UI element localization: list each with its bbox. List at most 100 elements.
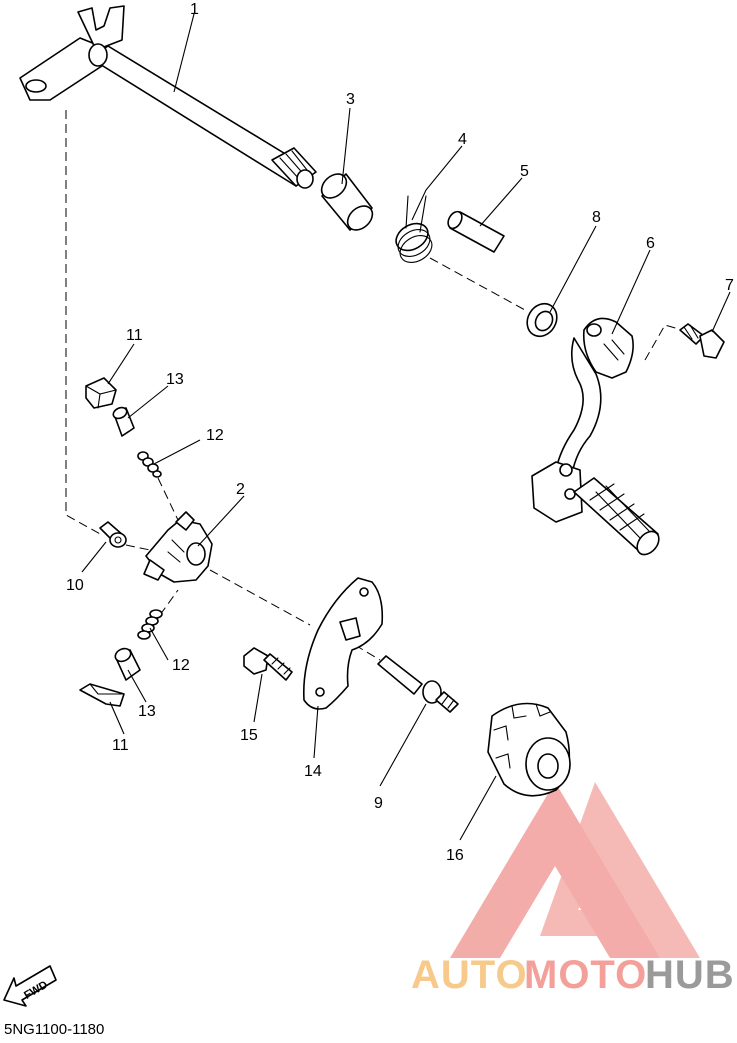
pivot-pin-collar (422, 680, 442, 704)
pedal-peg-end (636, 530, 660, 556)
pivot-pin-tip (435, 691, 459, 713)
callout-16: 16 (446, 847, 464, 864)
callout-6: 6 (646, 235, 655, 252)
stopper-plate-body (302, 577, 384, 710)
callout-1: 1 (190, 1, 199, 18)
part-pedal-bolt (679, 323, 725, 359)
leader-14 (313, 705, 319, 759)
diagram-code: 5NG1100-1180 (4, 1021, 104, 1038)
collar-flange (109, 532, 127, 548)
shift-shaft-arm-hole (25, 79, 47, 93)
roller-lower-face (114, 647, 132, 663)
leader-11-upper (107, 343, 135, 385)
part-bushing (320, 173, 374, 231)
callout-5: 5 (520, 163, 529, 180)
leader-7 (711, 291, 731, 333)
pivot-pin-thread (441, 695, 455, 709)
bolt-15-head (243, 647, 269, 675)
stopper-plate-hole-top (359, 587, 369, 597)
leader-10 (81, 541, 107, 573)
leader-8 (549, 225, 597, 313)
bolt-15-thread (271, 657, 291, 675)
leader-5 (479, 177, 523, 227)
roller-upper-face (112, 406, 128, 420)
stopper-lower-body (79, 683, 125, 707)
part-stopper-lower (79, 683, 125, 707)
spring-lower-coil-4 (137, 630, 151, 640)
part-roller-lower (114, 647, 141, 681)
pedal-clamp-bore (586, 323, 602, 337)
spring-legs (405, 195, 427, 233)
shift-shaft-tip (296, 169, 314, 189)
assembly-line-spring-upper (157, 477, 179, 521)
pedal-bolt-head (699, 329, 725, 359)
collar-hole (114, 536, 122, 544)
part-roller-upper (112, 406, 135, 437)
spring-coil-3 (399, 235, 433, 263)
part-shift-pedal (531, 317, 660, 556)
pedal-bolt-thread (683, 324, 699, 340)
stopper-plate-slot (339, 617, 361, 641)
leader-2 (197, 495, 245, 547)
stopper-upper-body (85, 377, 117, 409)
part-shift-shaft (19, 5, 317, 189)
callout-9: 9 (374, 795, 383, 812)
part-collar (99, 521, 127, 548)
part-stopper-plate (302, 577, 384, 710)
leader-lines (81, 13, 731, 841)
callout-13-upper: 13 (166, 371, 184, 388)
assembly-line-lever-to-plate (209, 569, 311, 626)
leader-13-lower (127, 669, 147, 703)
pedal-tip-bolt (559, 463, 573, 477)
callout-4: 4 (458, 131, 467, 148)
shift-lever-claws (167, 539, 185, 563)
shift-lever-upper-tab (175, 511, 195, 531)
callout-8: 8 (592, 209, 601, 226)
stopper-upper-edges (85, 385, 117, 409)
oil-seal-inner (534, 310, 554, 332)
watermark-word-moto: MOTO (524, 953, 647, 997)
part-segment (487, 702, 571, 797)
callout-2: 2 (236, 481, 245, 498)
leader-9 (379, 703, 427, 787)
leader-12-upper (153, 439, 201, 465)
part-oil-seal (526, 302, 558, 338)
stopper-plate-hole-bottom (315, 687, 325, 697)
callout-13-lower: 13 (138, 703, 156, 720)
leader-13-upper (127, 385, 169, 419)
part-pin (447, 210, 505, 253)
callout-7: 7 (725, 277, 734, 294)
spring-upper-coil-4 (152, 470, 162, 478)
shift-lever-lower-tab (143, 559, 165, 581)
part-shift-lever (143, 511, 213, 583)
leader-12-lower (149, 627, 169, 661)
callout-numbers: 1 2 3 4 5 6 7 8 9 10 11 12 13 14 15 16 1… (66, 1, 734, 864)
callout-12-lower: 12 (172, 657, 190, 674)
assembly-line-shaft-to-collar (65, 110, 103, 536)
part-spring-upper (137, 451, 162, 478)
assembly-line-spring-to-seal (429, 257, 526, 311)
leader-4 (411, 145, 463, 221)
callout-14: 14 (304, 763, 322, 780)
pin-end (447, 210, 463, 230)
part-bolt-15 (243, 647, 293, 681)
assembly-line-collar-to-lever (125, 544, 151, 551)
callout-12-upper: 12 (206, 427, 224, 444)
pedal-tip-block (531, 461, 583, 523)
watermark-word-auto: AUTO (411, 953, 528, 997)
watermark-logo (450, 782, 700, 958)
callout-10: 10 (66, 577, 84, 594)
pedal-peg-knurl (589, 483, 651, 539)
leader-1 (173, 13, 195, 93)
leader-16 (459, 775, 497, 841)
callout-11-lower: 11 (112, 737, 129, 754)
spring-coil-2 (397, 229, 431, 257)
pedal-arm (555, 337, 602, 475)
shift-lever-body (145, 519, 213, 583)
part-spring-lower (137, 609, 163, 640)
pivot-pin-shank (377, 655, 423, 695)
leader-11-lower (109, 701, 125, 735)
segment-bore (537, 753, 559, 779)
